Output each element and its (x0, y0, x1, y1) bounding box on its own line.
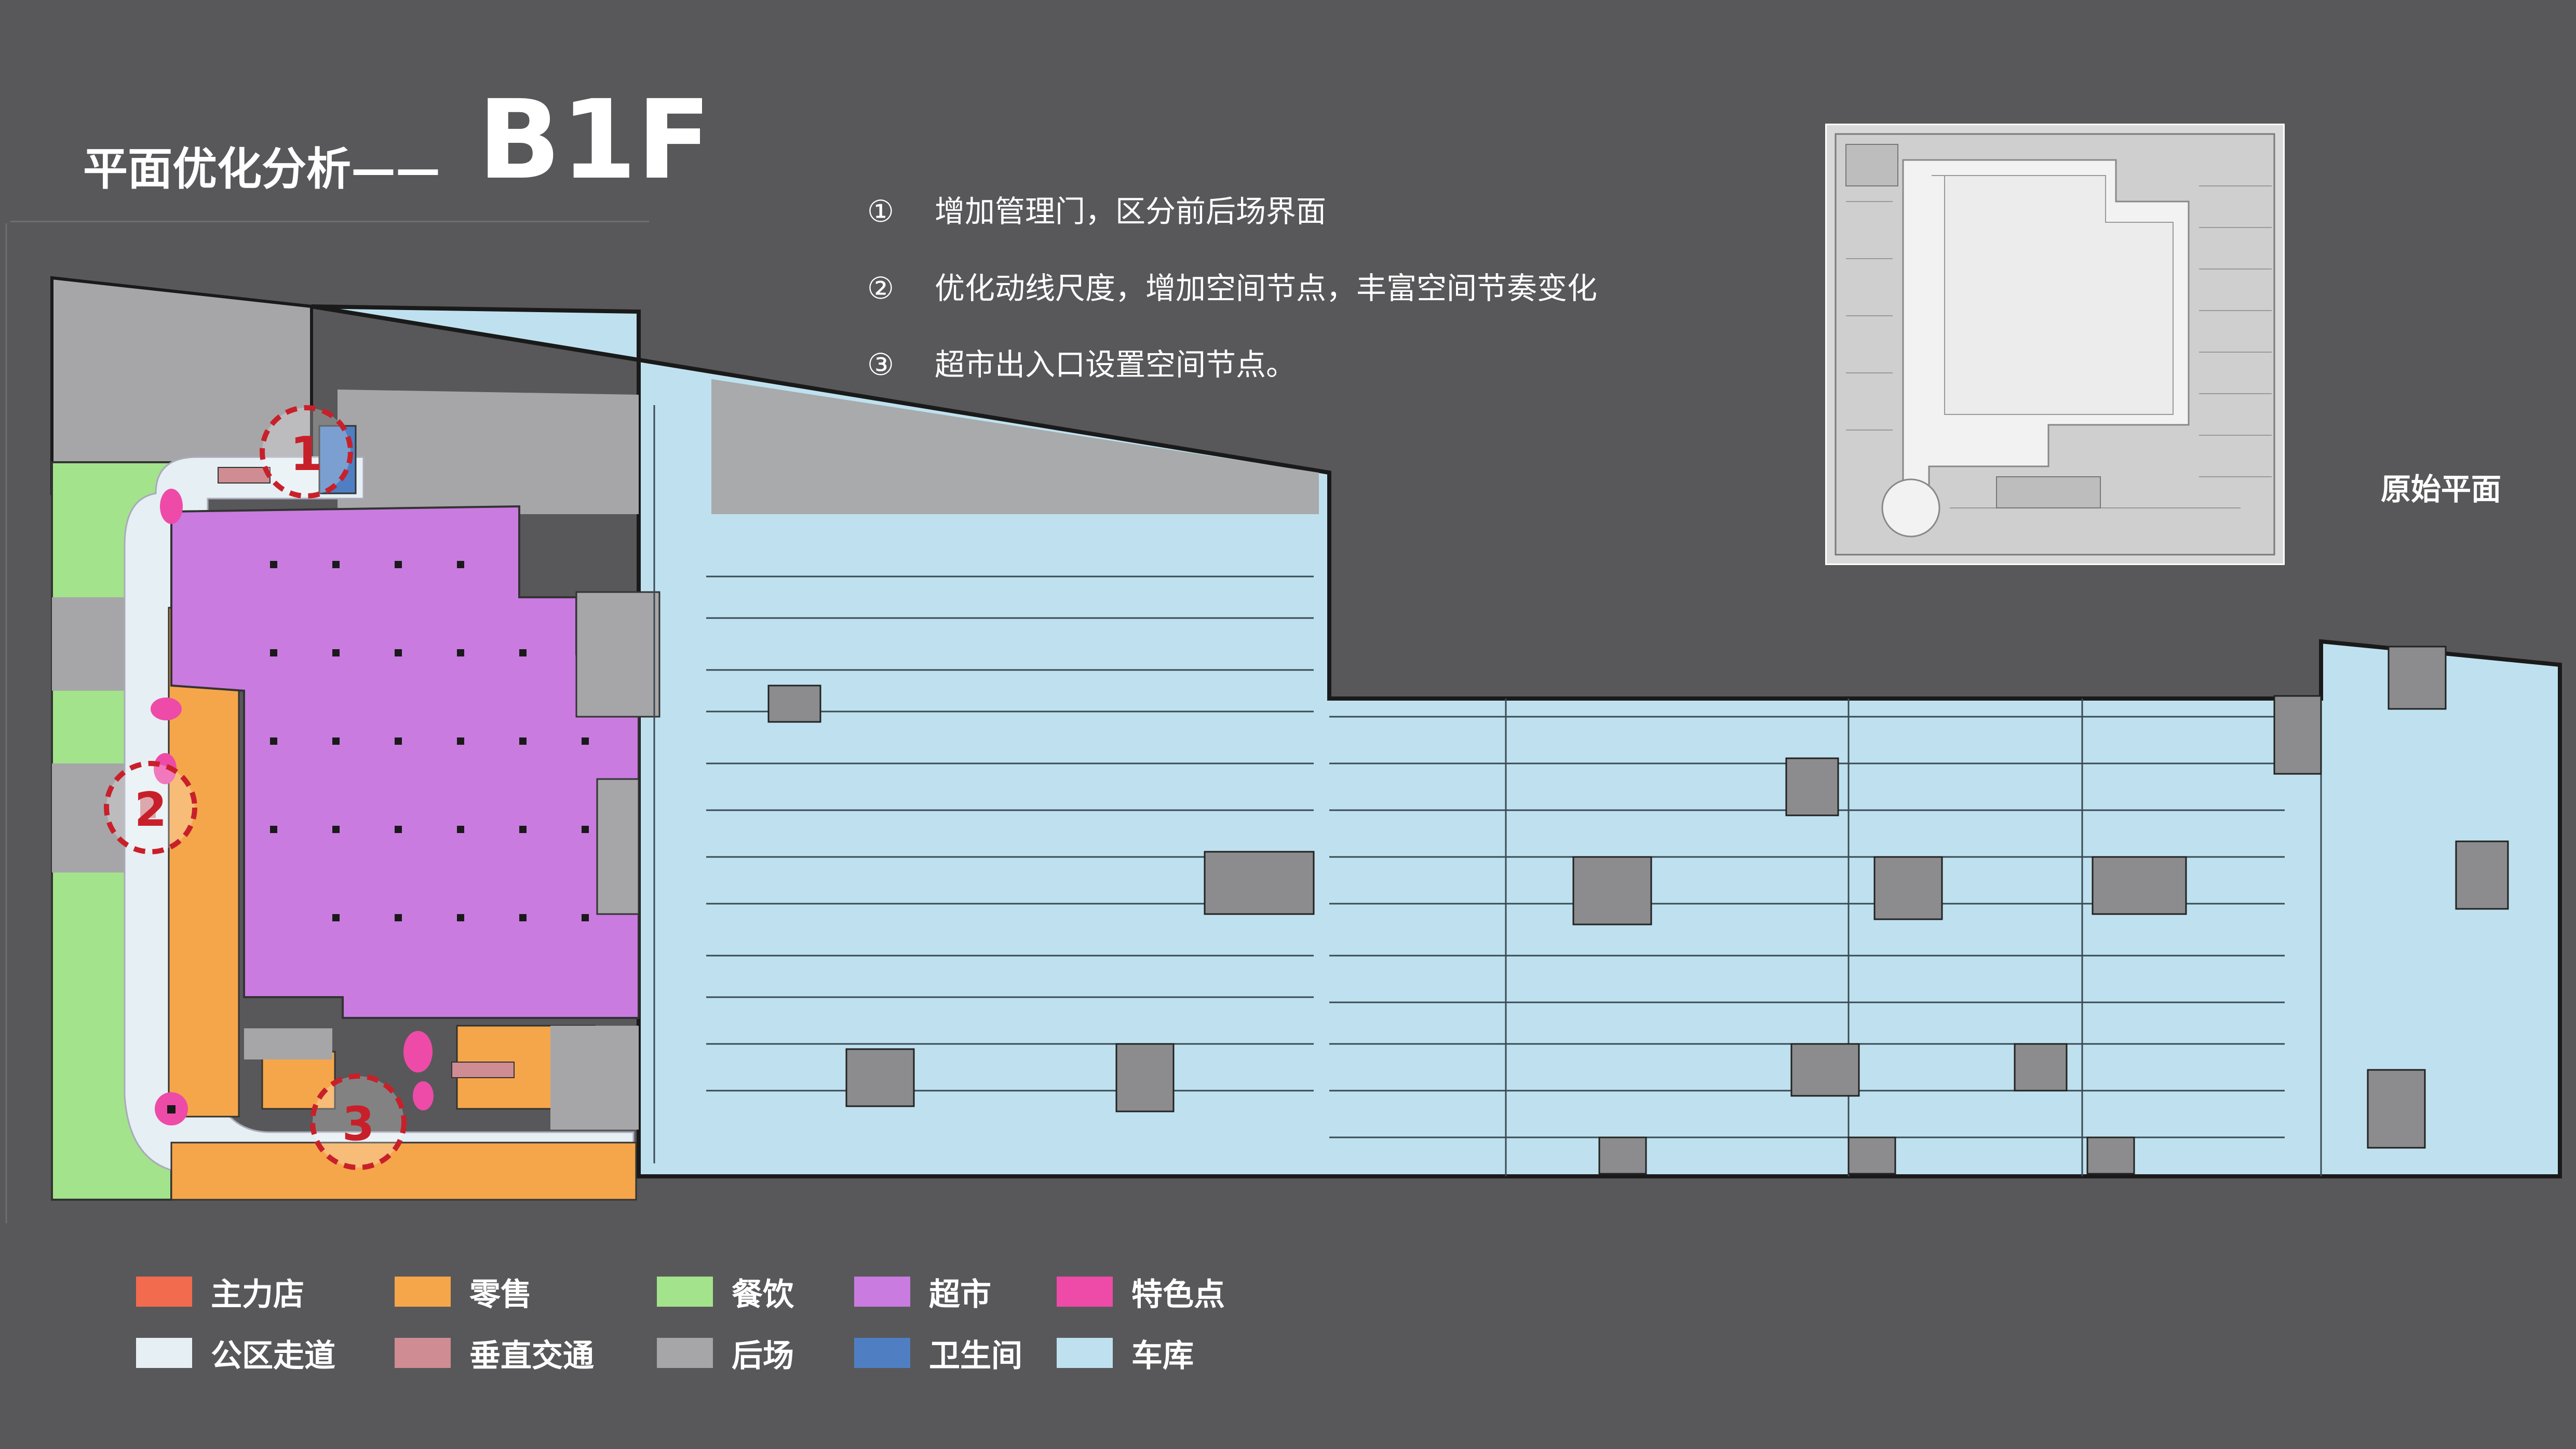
note-number: ① (867, 194, 894, 229)
note-text: 优化动线尺度，增加空间节点，丰富空间节奏变化 (935, 271, 1598, 306)
retail-zone-mid (261, 1051, 336, 1110)
back-of-house-north (711, 379, 1319, 514)
optimization-marker-1 (260, 405, 353, 499)
note-text: 超市出入口设置空间节点。 (935, 347, 1297, 382)
marker-label-3: 3 (342, 1097, 375, 1151)
original-plan-caption: 原始平面 (2381, 472, 2502, 507)
note-number: ② (867, 271, 894, 306)
vertical-transport (140, 792, 156, 818)
garage-cores (767, 646, 2509, 1175)
page-title: 平面优化分析—— (83, 143, 440, 195)
feature-point (154, 753, 177, 784)
note-1: ① 增加管理门，区分前后场界面 (867, 187, 1326, 231)
note-2: ② 优化动线尺度，增加空间节点，丰富空间节奏变化 (867, 264, 1597, 307)
note-text: 增加管理门，区分前后场界面 (935, 194, 1327, 229)
optimization-marker-2 (104, 761, 197, 854)
title-underline (10, 221, 649, 222)
feature-point (151, 697, 182, 720)
note-3: ③ 超市出入口设置空间节点。 (867, 340, 1296, 384)
floor-code: B1F (478, 76, 711, 204)
marker-label-1: 1 (290, 427, 323, 481)
garage-zone (311, 304, 2562, 1178)
vertical-transport (451, 1062, 515, 1078)
original-plan-thumbnail (1825, 124, 2285, 565)
supermarket-zone (170, 505, 640, 1019)
feature-point (160, 489, 183, 524)
feature-point (403, 1031, 433, 1072)
retail-zone-west (168, 607, 240, 1118)
marker-label-2: 2 (134, 783, 167, 837)
back-of-house-strip (338, 390, 639, 514)
note-number: ③ (867, 347, 894, 382)
vertical-transport (218, 467, 271, 484)
retail-zone-south (170, 1142, 637, 1201)
feature-point (413, 1081, 434, 1110)
optimization-marker-3 (310, 1074, 407, 1170)
